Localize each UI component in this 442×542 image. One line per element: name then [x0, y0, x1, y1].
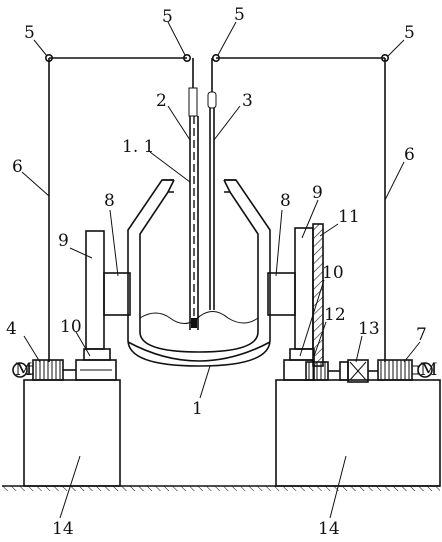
- label-2: 2: [156, 91, 167, 111]
- label-13: 13: [358, 319, 380, 339]
- label-6-right: 6: [404, 145, 415, 165]
- label-8-left: 8: [104, 191, 115, 211]
- label-9-left: 9: [58, 231, 69, 251]
- trunnion-left: [103, 272, 131, 316]
- trunnion-right: [267, 272, 296, 316]
- label-5-d: 5: [404, 23, 415, 43]
- label-5-c: 5: [234, 5, 245, 25]
- drive-motor: [339, 359, 378, 383]
- vessel: [127, 178, 271, 367]
- stand-right: [294, 227, 314, 350]
- pulley-top-left: [44, 53, 53, 62]
- label-6-left: 6: [12, 157, 23, 177]
- label-3: 3: [242, 91, 253, 111]
- probe-right: [209, 108, 215, 310]
- base-left: [23, 379, 121, 487]
- label-5-b: 5: [162, 7, 173, 27]
- bearing-left: [75, 348, 117, 381]
- gearbox: [305, 361, 340, 381]
- label-10-right: 10: [322, 263, 344, 283]
- pulley-top-right: [380, 53, 389, 62]
- stand-left: [85, 230, 105, 350]
- probe-connector-left: [188, 87, 198, 117]
- label-12: 12: [324, 305, 346, 325]
- motor-right: M: [377, 359, 437, 381]
- label-11: 11: [338, 207, 360, 227]
- cable-frame-left: [48, 57, 187, 362]
- motor-left-symbol: M: [15, 360, 32, 380]
- gear: [312, 223, 324, 367]
- motor-left: M: [12, 359, 76, 381]
- label-9-right: 9: [312, 183, 323, 203]
- label-1-1: 1. 1: [122, 137, 154, 157]
- probe-connector-right: [207, 91, 217, 109]
- label-5-a: 5: [24, 23, 35, 43]
- label-1: 1: [192, 399, 203, 419]
- label-7: 7: [416, 325, 427, 345]
- label-4: 4: [6, 319, 17, 339]
- pulley-top-center-left: [183, 53, 192, 62]
- label-14-left: 14: [52, 519, 74, 539]
- leader-lines: [21, 21, 421, 519]
- label-8-right: 8: [280, 191, 291, 211]
- cable-frame-right: [216, 57, 386, 362]
- probe-left: [189, 116, 199, 330]
- label-14-right: 14: [318, 519, 340, 539]
- label-10-left: 10: [60, 317, 82, 337]
- base-right: [275, 379, 441, 487]
- motor-right-symbol: M: [420, 360, 437, 380]
